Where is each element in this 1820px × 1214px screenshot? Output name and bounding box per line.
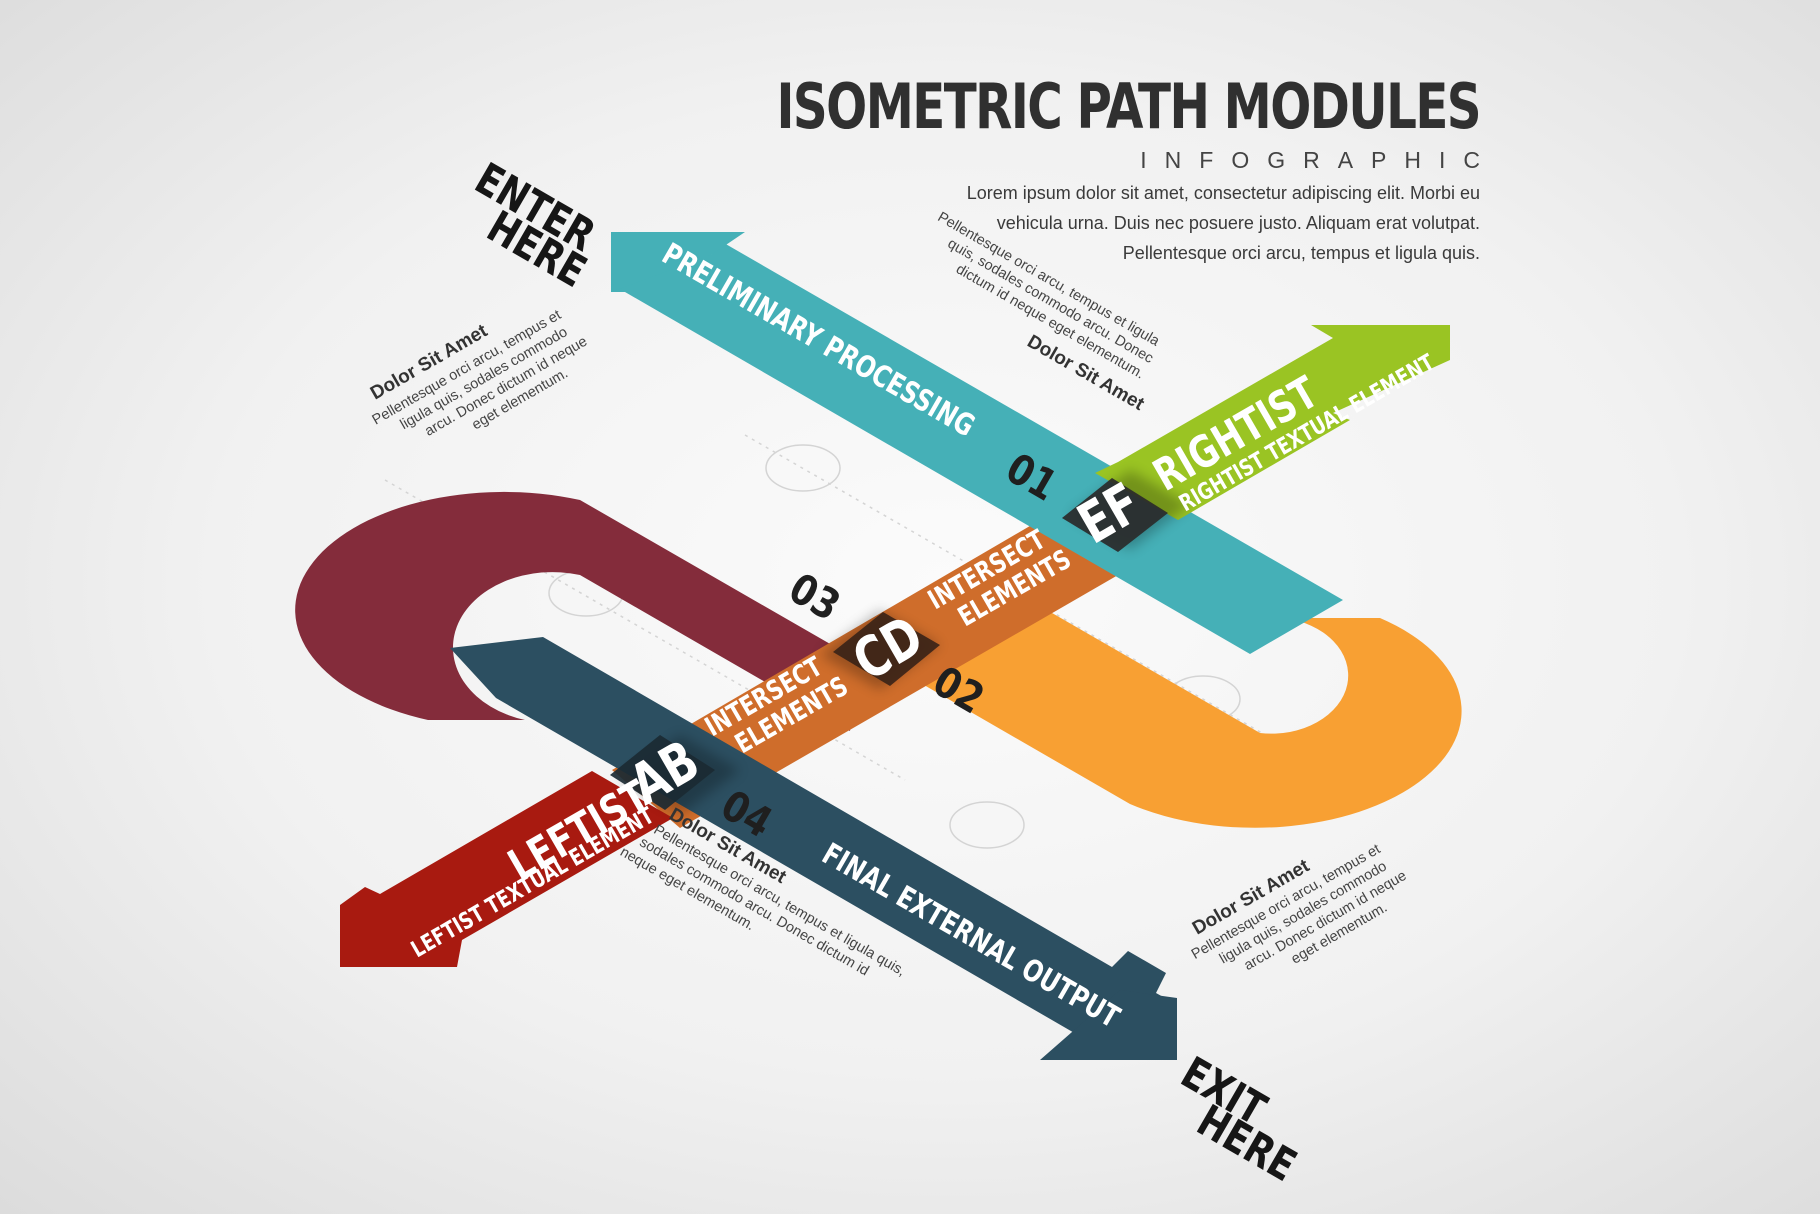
crossing-ab (610, 735, 715, 810)
preliminary-label: PRELIMINARY PROCESSING (656, 237, 980, 444)
green-arrow (1095, 325, 1450, 520)
note-bottom-right: Dolor Sit Amet Pellentesque orci arcu, t… (1189, 841, 1409, 974)
teal-band (611, 232, 1343, 654)
step-03: 03 (781, 564, 848, 631)
maroon-loop (295, 491, 858, 731)
navy-arrow-head (1040, 990, 1177, 1060)
final-label: FINAL EXTERNAL OUTPUT (816, 837, 1126, 1036)
teal-arrow-head (611, 232, 745, 292)
intro-paragraph: Lorem ipsum dolor sit amet, consectetur … (966, 183, 1480, 263)
navy-band (450, 637, 1177, 1038)
red-arrow (340, 771, 673, 967)
note-top-left: Dolor Sit Amet Pellentesque orci arcu, t… (367, 307, 590, 440)
crossing-cd (833, 612, 940, 686)
crossing-ef (1062, 478, 1168, 552)
page-subtitle: INFOGRAPHIC (1140, 147, 1498, 173)
guide-circle (949, 801, 1025, 849)
orange-loop (905, 602, 1462, 828)
page-title: ISOMETRIC PATH MODULES (776, 70, 1481, 143)
guide-circle (765, 444, 841, 492)
